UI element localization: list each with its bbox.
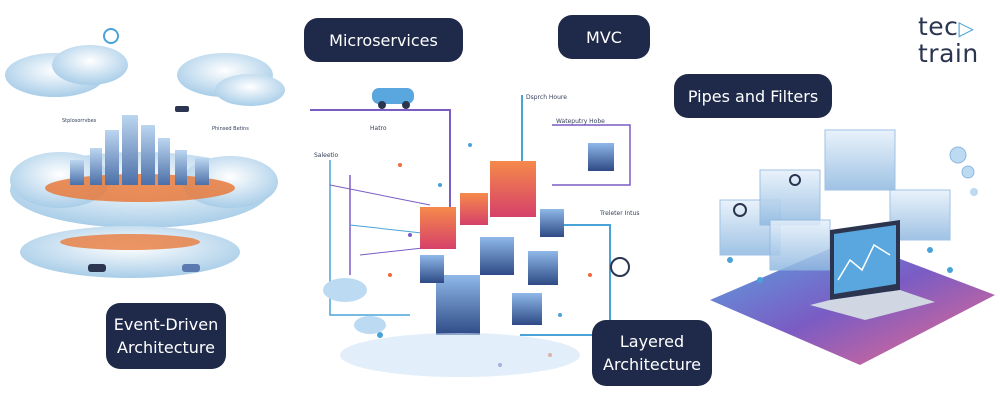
logo-text-bottom: train — [918, 39, 979, 68]
tectrain-logo: tec▷ train — [918, 14, 982, 66]
mid-label-2: Wateputry Hobe — [556, 118, 605, 125]
microservices-label: Microservices — [304, 18, 463, 62]
mvc-label: MVC — [558, 15, 650, 59]
left-label-2: Phinsed Betins — [212, 126, 249, 132]
pipes-and-filters-label: Pipes and Filters — [674, 74, 832, 118]
left-label-1: Stplosorrvbes — [62, 118, 97, 124]
event-driven-architecture-label: Event-Driven Architecture — [106, 303, 226, 369]
play-arrow-icon: ▷ — [958, 16, 975, 40]
mid-label-1: Dsprch Houre — [526, 94, 567, 101]
logo-text-top: tec — [918, 12, 959, 41]
pipes-filters-illustration — [710, 129, 995, 365]
mid-label-5: Treleter Intus — [599, 210, 639, 217]
mid-label-3: Hatro — [370, 125, 387, 132]
event-driven-illustration: Stplosorrvbes Phinsed Betins — [5, 28, 285, 278]
microservices-illustration: Dsprch Houre Wateputry Hobe Hatro Saleet… — [310, 88, 639, 377]
layered-architecture-label: Layered Architecture — [592, 320, 712, 386]
mid-label-4: Saleetio — [314, 152, 339, 159]
